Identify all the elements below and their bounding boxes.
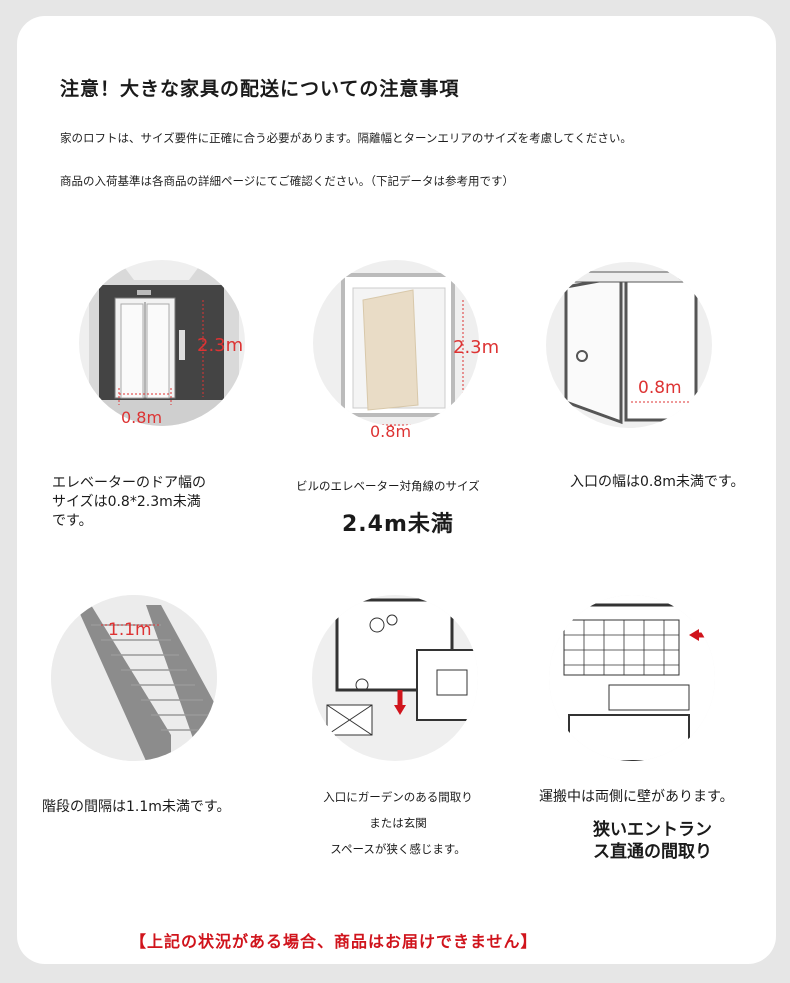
- caption-garden: 入口にガーデンのある間取り または玄関 スペースが狭く感じます。: [303, 788, 493, 858]
- garden-floorplan-illustration: [312, 595, 478, 761]
- measure-label-width: 0.8m: [638, 378, 682, 398]
- caption-elevator-diagonal: ビルのエレベーター対角線のサイズ: [296, 479, 480, 493]
- measure-label-height: 2.3m: [453, 337, 500, 358]
- caption-diagonal-size: 2.4m未満: [342, 512, 454, 537]
- caption-line: です。: [52, 513, 93, 529]
- caption-entrance-width: 入口の幅は0.8m未満です。: [570, 474, 745, 490]
- caption-narrow-walls: 運搬中は両側に壁があります。: [539, 789, 734, 805]
- caption-elevator-door: エレベーターのドア幅の サイズは0.8*2.3m未満 です。: [52, 474, 206, 531]
- caption-line: ス直通の間取り: [593, 842, 712, 862]
- elevator-diagonal-illustration: [313, 260, 479, 426]
- page-title: 注意！大きな家具の配送についての注意事項: [60, 78, 460, 100]
- elevator-door-illustration: [79, 260, 245, 426]
- measure-label-width: 1.1m: [108, 620, 152, 640]
- stairs-illustration: [51, 595, 217, 761]
- note-text-2: 商品の入荷基準は各商品の詳細ページにてご確認ください。（下記データは参考用です）: [60, 174, 515, 188]
- caption-line: サイズは0.8*2.3m未満: [52, 494, 201, 510]
- caption-line: スペースが狭く感じます。: [330, 842, 466, 856]
- narrow-entrance-illustration: [549, 595, 715, 761]
- note-text-1: 家のロフトは、サイズ要件に正確に合う必要があります。隔離幅とターンエリアのサイズ…: [60, 131, 632, 145]
- delivery-warning: 【上記の状況がある場合、商品はお届けできません】: [130, 932, 538, 951]
- content-card: [17, 16, 776, 964]
- caption-line: 入口にガーデンのある間取り: [323, 790, 473, 804]
- caption-narrow-entrance: 狭いエントラン ス直通の間取り: [565, 819, 740, 863]
- measure-label-height: 2.3m: [197, 335, 244, 356]
- caption-line: 狭いエントラン: [593, 820, 712, 840]
- measure-label-width: 0.8m: [370, 422, 412, 441]
- caption-line: または玄関: [369, 816, 427, 830]
- measure-label-width: 0.8m: [121, 408, 163, 427]
- caption-line: エレベーターのドア幅の: [52, 475, 206, 491]
- entrance-door-illustration: [546, 262, 712, 428]
- caption-stairs: 階段の間隔は1.1m未満です。: [42, 799, 231, 815]
